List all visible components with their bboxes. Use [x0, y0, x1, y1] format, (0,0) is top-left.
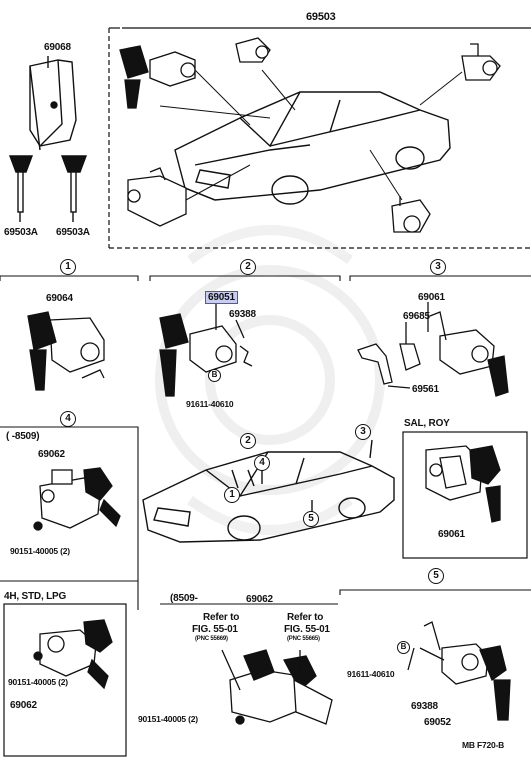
key-b-drawing [60, 155, 88, 222]
car-marker-1: 1 [224, 487, 240, 503]
four-h-frame [3, 603, 127, 757]
lock-69064-drawing [27, 311, 105, 391]
lock-69061-salroy-drawing [425, 445, 501, 523]
lock-69061-drawing [357, 302, 509, 397]
b-marker-sec5: B [397, 641, 410, 654]
section4-frame [0, 426, 139, 610]
label-69068: 69068 [44, 42, 71, 53]
car-marker-2: 2 [240, 433, 256, 449]
label-69052: 69052 [424, 717, 451, 728]
refer-right-line3: (PNC 55665) [287, 636, 320, 642]
refer-left-line2: FIG. 55-01 [192, 624, 238, 635]
car-marker-5: 5 [303, 511, 319, 527]
b-marker-sec2: B [208, 369, 221, 382]
label-69503: 69503 [306, 11, 336, 23]
section-marker-4: 4 [60, 411, 76, 427]
label-69064: 69064 [46, 293, 73, 304]
refer-right-line1: Refer to [287, 612, 324, 623]
lock-69052-drawing [407, 621, 511, 721]
car-marker-3: 3 [355, 424, 371, 440]
key-a-drawing [8, 155, 34, 222]
key-case-drawing [29, 56, 77, 151]
section-marker-1: 1 [60, 259, 76, 275]
lock-69062-bottom-drawing [221, 649, 333, 725]
refer-right-line2: FIG. 55-01 [284, 624, 330, 635]
section-marker-3: 3 [430, 259, 446, 275]
row2-brackets [0, 275, 531, 281]
footer-code: MB F720-B [462, 740, 505, 750]
label-69051-highlighted[interactable]: 69051 [205, 291, 238, 304]
sal-roy-frame [402, 431, 528, 559]
section-marker-2: 2 [240, 259, 256, 275]
label-90151-sec4: 90151-40005 (2) [10, 546, 70, 556]
label-69685: 69685 [403, 311, 430, 322]
label-91611-40610-sec5: 91611-40610 [347, 669, 395, 679]
lock-69062-4h-drawing [33, 619, 113, 690]
label-69561: 69561 [412, 384, 439, 395]
lock-69051-drawing [159, 302, 253, 397]
top-leader-lines [159, 69, 463, 201]
lock-69062-drawing [33, 467, 121, 531]
label-69061-sec3: 69061 [418, 292, 445, 303]
top-lock-cylinders [119, 37, 501, 233]
top-frame [108, 27, 531, 249]
label-sal-roy: SAL, ROY [404, 418, 450, 429]
label-range-8509-start: (8509- [170, 593, 198, 604]
watermark-emblem [155, 225, 385, 535]
label-69062-bottom: 69062 [246, 594, 273, 605]
label-69388-sec2: 69388 [229, 309, 256, 320]
refer-left-line3: (PNC 55669) [195, 636, 228, 642]
section5-frame [339, 589, 531, 595]
top-car-drawing [174, 91, 451, 205]
label-69503a-right: 69503A [56, 227, 90, 238]
label-91611-40610-sec2: 91611-40610 [186, 399, 234, 409]
section-marker-5: 5 [428, 568, 444, 584]
label-90151-4h: 90151-40005 (2) [8, 677, 68, 687]
refer-left-line1: Refer to [203, 612, 240, 623]
label-69503a-left: 69503A [4, 227, 38, 238]
label-range-8509: ( -8509) [6, 431, 40, 442]
label-69062-4h: 69062 [10, 700, 37, 711]
label-69061-salroy: 69061 [438, 529, 465, 540]
label-69062-sec4: 69062 [38, 449, 65, 460]
car-marker-4: 4 [254, 455, 270, 471]
label-90151-bottom: 90151-40005 (2) [138, 714, 198, 724]
label-69388-sec5: 69388 [411, 701, 438, 712]
label-4h-std-lpg: 4H, STD, LPG [4, 591, 67, 602]
